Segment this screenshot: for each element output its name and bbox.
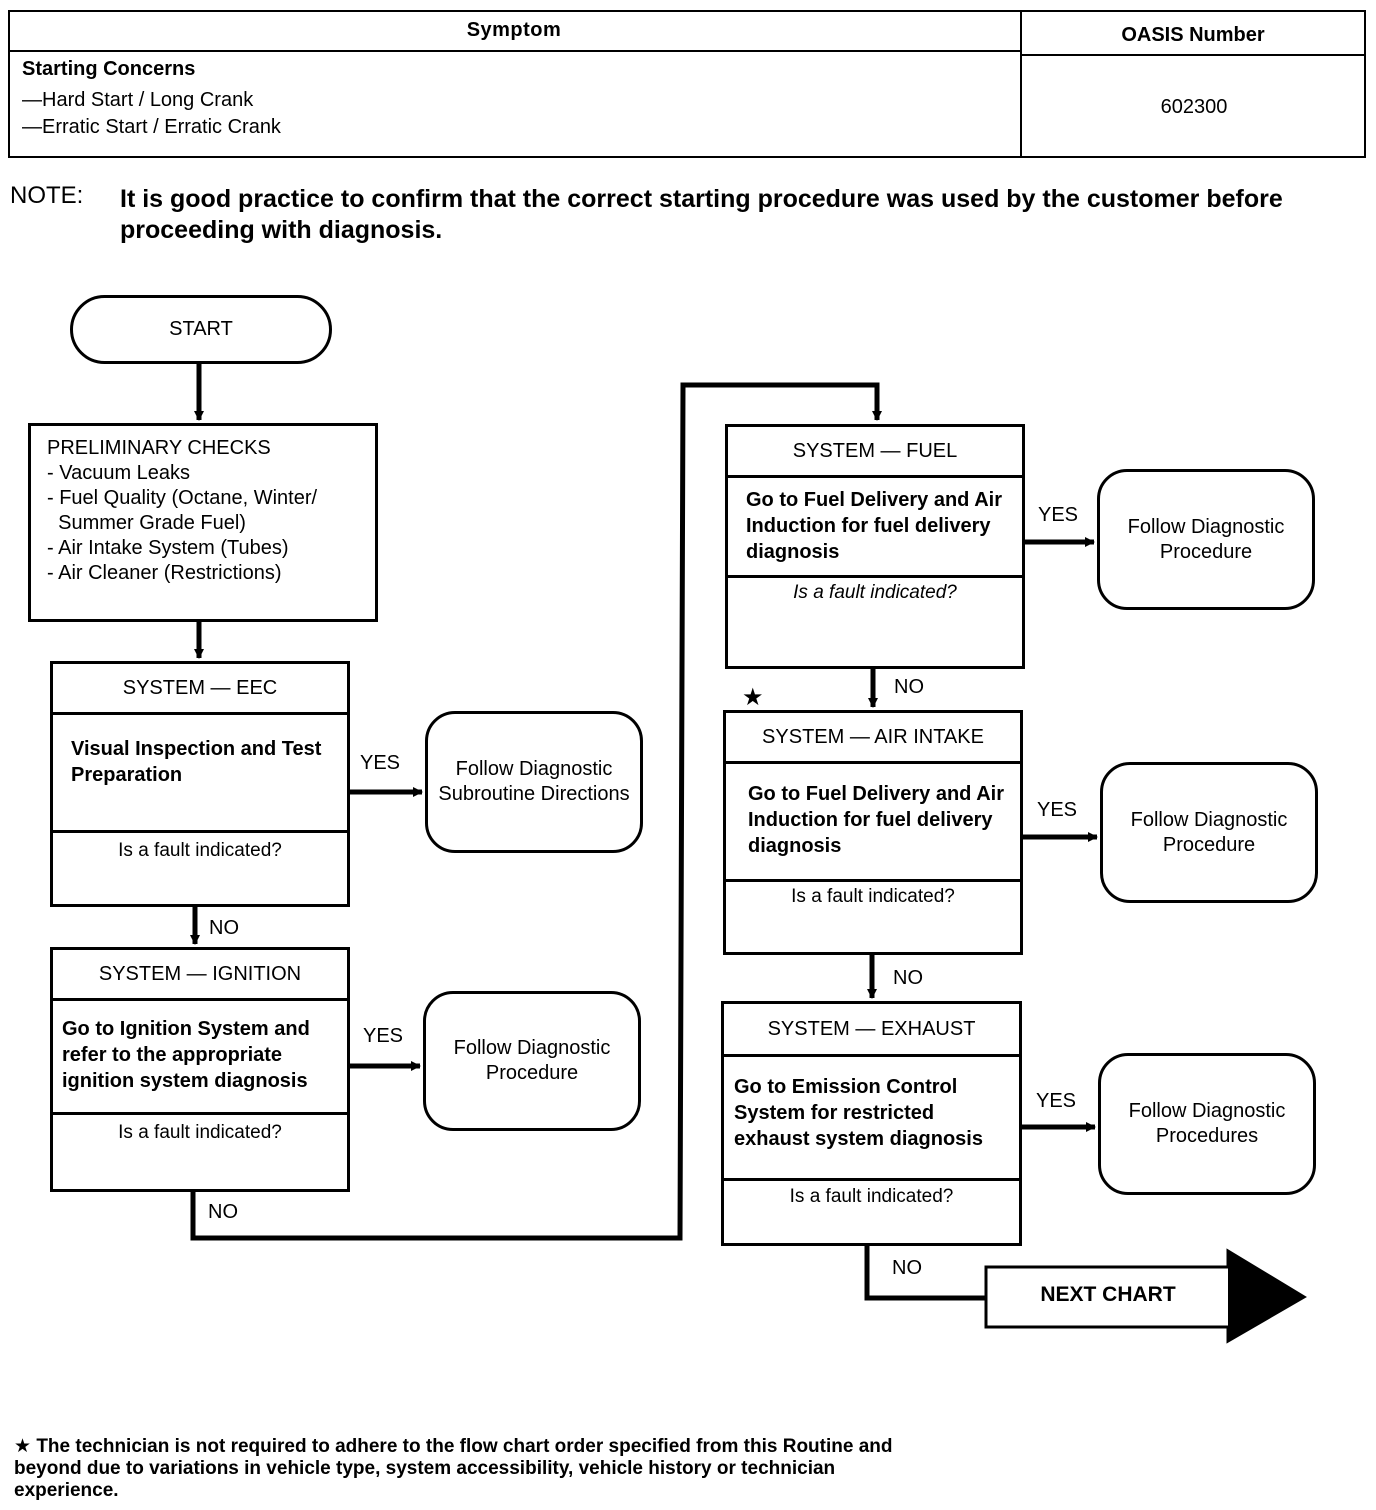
ignition-body: Go to Ignition System and refer to the a… bbox=[62, 1018, 310, 1092]
prelim-item: - Air Intake System (Tubes) bbox=[47, 537, 289, 559]
eec-yes-target: Follow Diagnostic Subroutine Directions bbox=[425, 711, 643, 853]
air-header: SYSTEM — AIR INTAKE bbox=[726, 713, 1020, 764]
note-label: NOTE: bbox=[10, 182, 84, 209]
ignition-target-text: Follow Diagnostic Procedure bbox=[453, 1037, 611, 1084]
air-yes-label: YES bbox=[1037, 799, 1078, 821]
system-ignition-box: SYSTEM — IGNITION Go to Ignition System … bbox=[50, 947, 350, 1192]
preliminary-checks-box: PRELIMINARY CHECKS - Vacuum Leaks - Fuel… bbox=[28, 423, 378, 622]
eec-body: Visual Inspection and Test Preparation bbox=[71, 738, 322, 786]
exhaust-divider bbox=[724, 1178, 1019, 1181]
exhaust-question: Is a fault indicated? bbox=[789, 1186, 954, 1207]
fuel-question: Is a fault indicated? bbox=[793, 582, 957, 603]
exhaust-no-label: NO bbox=[892, 1257, 922, 1279]
prelim-item: - Vacuum Leaks bbox=[47, 462, 191, 484]
fuel-yes-target: Follow Diagnostic Procedure bbox=[1097, 469, 1315, 610]
footnote-star: ★ bbox=[14, 1436, 32, 1457]
fuel-no-label: NO bbox=[894, 676, 924, 698]
fuel-yes-label: YES bbox=[1038, 504, 1079, 526]
star-marker: ★ bbox=[742, 684, 764, 711]
ignition-divider bbox=[53, 1112, 347, 1115]
system-eec-box: SYSTEM — EEC Visual Inspection and Test … bbox=[50, 661, 350, 907]
table-divider bbox=[1020, 10, 1022, 158]
prelim-item: - Air Cleaner (Restrictions) bbox=[47, 562, 282, 584]
symptom-title: Starting Concerns bbox=[22, 58, 196, 80]
ignition-header: SYSTEM — IGNITION bbox=[53, 950, 347, 1001]
eec-question: Is a fault indicated? bbox=[118, 840, 282, 861]
air-yes-target: Follow Diagnostic Procedure bbox=[1100, 762, 1318, 903]
fuel-body: Go to Fuel Delivery and Air Induction fo… bbox=[746, 489, 1002, 563]
system-exhaust-box: SYSTEM — EXHAUST Go to Emission Control … bbox=[721, 1001, 1022, 1246]
ignition-yes-target: Follow Diagnostic Procedure bbox=[423, 991, 641, 1131]
prelim-item: Summer Grade Fuel) bbox=[47, 512, 246, 534]
start-terminal: START bbox=[70, 295, 332, 364]
oasis-header: OASIS Number bbox=[1020, 16, 1366, 56]
oasis-number: 602300 bbox=[1160, 95, 1228, 118]
symptom-table bbox=[8, 10, 1366, 158]
next-chart-label: NEXT CHART bbox=[1040, 1283, 1176, 1306]
system-fuel-box: SYSTEM — FUEL Go to Fuel Delivery and Ai… bbox=[725, 424, 1025, 669]
exhaust-header: SYSTEM — EXHAUST bbox=[724, 1004, 1019, 1057]
system-air-intake-box: SYSTEM — AIR INTAKE Go to Fuel Delivery … bbox=[723, 710, 1023, 955]
prelim-item: - Fuel Quality (Octane, Winter/ bbox=[47, 487, 318, 509]
exhaust-yes-target: Follow Diagnostic Procedures bbox=[1098, 1053, 1316, 1195]
symptom-line: —Erratic Start / Erratic Crank bbox=[22, 116, 281, 138]
note-text: It is good practice to confirm that the … bbox=[120, 185, 1283, 244]
ignition-yes-label: YES bbox=[363, 1025, 404, 1047]
symptom-cell: Starting Concerns —Hard Start / Long Cra… bbox=[22, 56, 1002, 141]
fuel-target-text: Follow Diagnostic Procedure bbox=[1127, 515, 1285, 563]
air-no-label: NO bbox=[893, 967, 923, 989]
eec-divider bbox=[53, 830, 347, 833]
footnote: ★ The technician is not required to adhe… bbox=[14, 1436, 934, 1502]
arrow-exhaust-no bbox=[864, 1246, 988, 1301]
prelim-title: PRELIMINARY CHECKS bbox=[47, 437, 271, 459]
exhaust-body: Go to Emission Control System for restri… bbox=[734, 1076, 983, 1150]
eec-target-text: Follow Diagnostic Subroutine Directions bbox=[438, 758, 630, 805]
eec-yes-label: YES bbox=[360, 752, 401, 774]
air-target-text: Follow Diagnostic Procedure bbox=[1130, 808, 1288, 856]
arrow-ignition-no bbox=[190, 382, 882, 1241]
air-question: Is a fault indicated? bbox=[791, 886, 955, 907]
air-body: Go to Fuel Delivery and Air Induction fo… bbox=[748, 783, 1004, 857]
next-chart-arrowhead bbox=[1228, 1251, 1304, 1341]
fuel-divider bbox=[728, 575, 1022, 578]
symptom-line: —Hard Start / Long Crank bbox=[22, 89, 254, 111]
exhaust-target-text: Follow Diagnostic Procedures bbox=[1128, 1100, 1286, 1147]
footnote-text: The technician is not required to adhere… bbox=[14, 1436, 893, 1501]
eec-header: SYSTEM — EEC bbox=[53, 664, 347, 715]
air-divider bbox=[726, 879, 1020, 882]
eec-no-label: NO bbox=[209, 917, 239, 939]
start-label: START bbox=[169, 318, 233, 340]
fuel-header: SYSTEM — FUEL bbox=[728, 427, 1022, 478]
ignition-question: Is a fault indicated? bbox=[118, 1122, 282, 1143]
ignition-no-label: NO bbox=[208, 1201, 238, 1223]
exhaust-yes-label: YES bbox=[1036, 1090, 1077, 1112]
